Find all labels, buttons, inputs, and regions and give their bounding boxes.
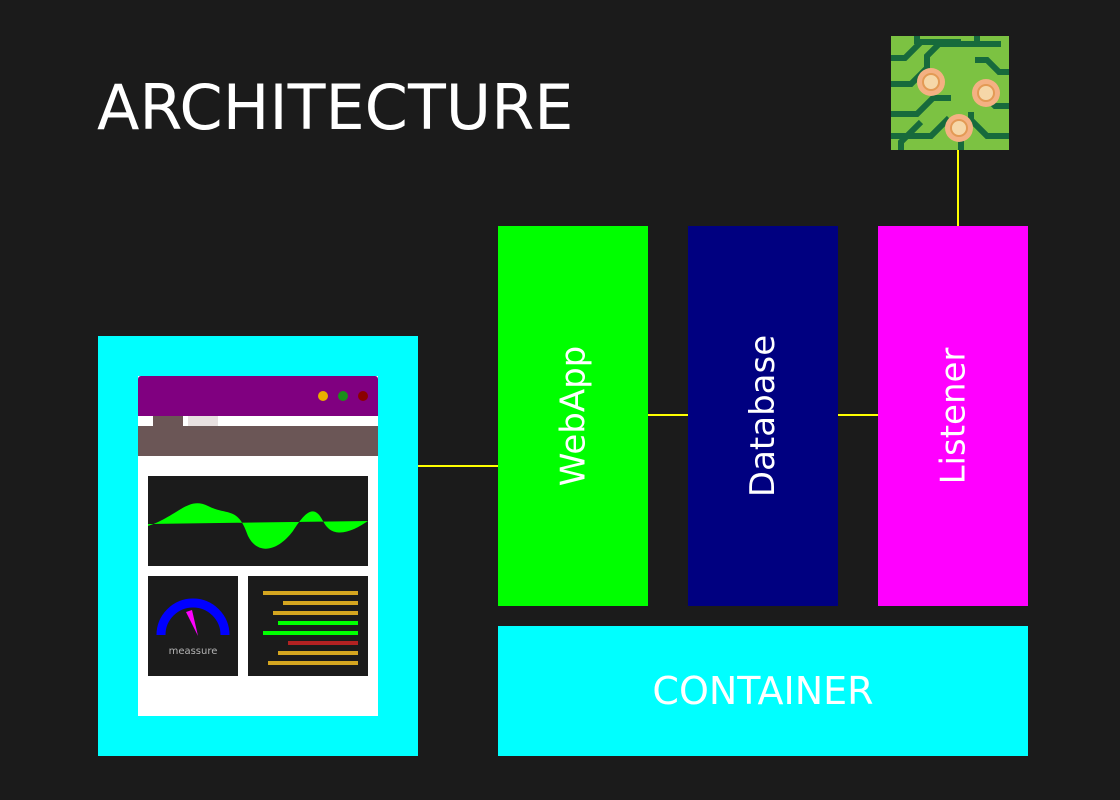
window-dot-icon <box>318 391 328 401</box>
wave-chart-icon <box>148 503 368 549</box>
webapp-label: WebApp <box>553 345 593 487</box>
connector-webapp-database <box>648 414 688 416</box>
log-line <box>273 611 358 615</box>
window-tab <box>153 416 183 426</box>
diagram-title: ARCHITECTURE <box>97 71 574 144</box>
gauge-panel: meassure <box>148 576 238 676</box>
gauge-label: meassure <box>168 646 218 657</box>
log-line <box>278 651 358 655</box>
gauge-icon <box>156 598 230 636</box>
log-line <box>268 661 358 665</box>
log-line <box>288 641 358 645</box>
log-line <box>263 631 358 635</box>
wave-chart-panel <box>148 476 368 566</box>
listener-block: Listener <box>878 226 1028 606</box>
connector-database-listener <box>838 414 878 416</box>
container-label: CONTAINER <box>652 669 874 713</box>
log-line <box>278 621 358 625</box>
window-dot-icon <box>358 391 368 401</box>
window-header <box>138 376 378 416</box>
listener-label: Listener <box>932 347 973 485</box>
connector-listener-circuit <box>957 150 959 226</box>
log-line <box>263 591 358 595</box>
log-line <box>283 601 358 605</box>
connector-dashboard-webapp <box>418 465 498 467</box>
log-panel <box>248 576 368 676</box>
dashboard-window: meassure <box>138 376 378 716</box>
circuit-board-icon <box>891 36 1009 150</box>
database-label: Database <box>743 334 784 498</box>
window-tab-active <box>188 416 218 426</box>
window-nav-bar <box>138 426 378 456</box>
webapp-block: WebApp <box>498 226 648 606</box>
container-block: CONTAINER <box>498 626 1028 756</box>
database-block: Database <box>688 226 838 606</box>
window-dot-icon <box>338 391 348 401</box>
